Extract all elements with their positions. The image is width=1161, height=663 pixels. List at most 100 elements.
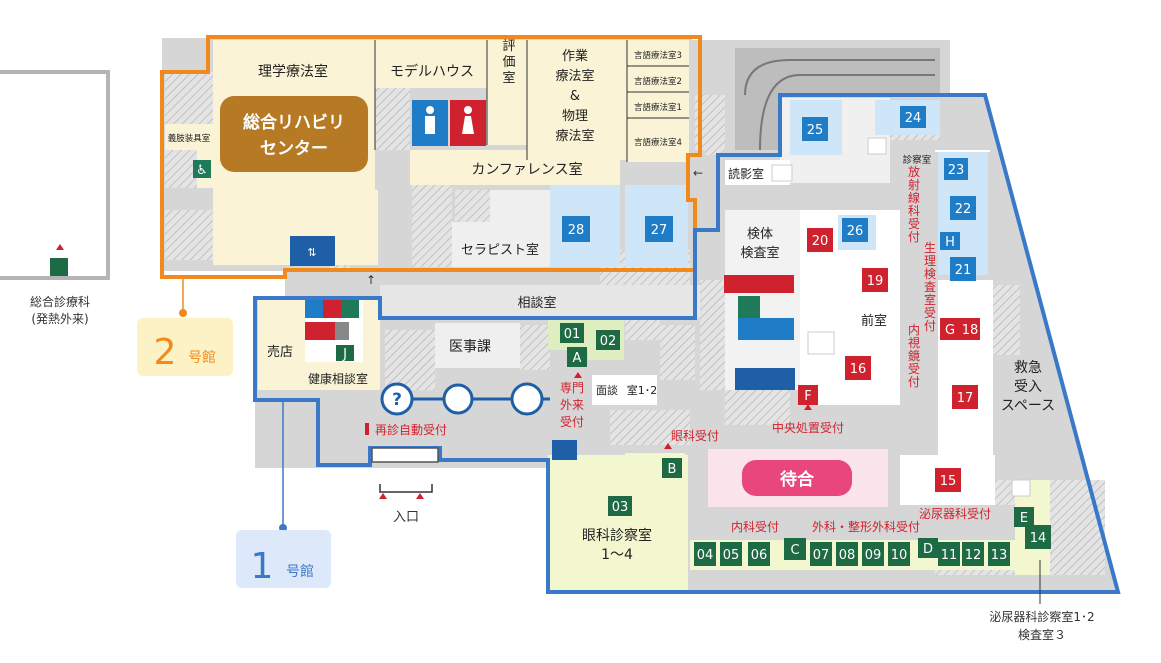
room-badge-21	[950, 257, 976, 281]
room-badge-09	[862, 542, 884, 566]
room-badge-label-13: 13	[991, 548, 1008, 563]
vertical-desk-label-1: 生理検査室受付	[924, 241, 936, 333]
label-specimen2: 検査室	[740, 245, 779, 261]
label-consult: 相談室	[517, 295, 556, 311]
room-badge-28	[562, 216, 590, 242]
room-badge-label-17: 17	[957, 391, 974, 406]
svg-text:♿: ♿	[196, 163, 208, 178]
room-badge-label-19: 19	[867, 274, 884, 289]
room-badge-label-08: 08	[839, 548, 856, 563]
room-badge-11	[938, 542, 960, 566]
room-badge-label-H: H	[945, 235, 955, 250]
urology-exam-label-2: 検査室３	[1018, 627, 1066, 642]
info-service-row: ?	[380, 382, 550, 416]
room-badge-03	[608, 496, 632, 516]
room-badge-label-D: D	[923, 542, 933, 557]
room-badge-15	[935, 468, 961, 492]
urology-exam-label-1: 泌尿器科診察室1･2	[989, 609, 1094, 624]
label-reading: 読影室	[728, 166, 764, 181]
general-clinic-label-1: 総合診療科	[30, 294, 90, 309]
room-badge-02	[596, 330, 620, 350]
room-badge-17	[952, 385, 978, 409]
building-2-number: 2	[154, 332, 177, 373]
room-badge-label-18: 18	[962, 323, 979, 338]
label-interview-rooms: 室1･2	[627, 383, 658, 397]
reception-labels: 再診自動受付 専門 外来 受付 眼科受付 中央処置受付 内科受付 外科・整形外科…	[365, 381, 991, 534]
restroom-icon-reading	[771, 164, 793, 182]
building-tags: 2 号館 1 号館	[137, 277, 331, 588]
label-pt: 理学療法室	[258, 63, 328, 80]
room-badge-label-26: 26	[847, 224, 864, 239]
room-badge-label-25: 25	[807, 123, 824, 138]
room-badge-27	[645, 216, 673, 242]
room-badge-label-01: 01	[564, 327, 581, 342]
room-badge-08	[836, 542, 858, 566]
waiting-area: 待合	[742, 460, 852, 496]
room-badge-label-02: 02	[600, 334, 617, 349]
room-badge-A	[567, 347, 587, 367]
label-anteroom: 前室	[861, 313, 887, 329]
room-labels: 理学療法室 モデルハウス 作業 療法室 & 物理 療法室 言語療法室3 言語療法…	[168, 39, 1055, 563]
room-badge-12	[962, 542, 984, 566]
building-1-tag	[236, 530, 331, 588]
reentry-desk-label: 再診自動受付	[375, 422, 447, 437]
rehab-center-badge: 総合リハビリ センター	[220, 96, 368, 172]
specialty-desk-2: 外来	[560, 398, 584, 412]
room-badge-10	[888, 542, 910, 566]
mens-restroom-icon-lab	[738, 318, 794, 340]
vertical-desk-label-2: 内視鏡受付	[908, 323, 920, 389]
svg-text:?: ?	[392, 390, 402, 410]
vertical-desk-label-0: 放射線科受付	[908, 164, 920, 244]
room-badge-label-09: 09	[865, 548, 882, 563]
room-badge-01	[560, 323, 584, 343]
label-ot3: &	[570, 89, 580, 104]
room-badge-14	[1025, 525, 1051, 549]
label-specimen1: 検体	[747, 227, 773, 242]
accessible-icon	[193, 160, 211, 178]
nursing-room-icon	[335, 322, 349, 340]
womens-restroom-icon-b1b	[305, 322, 335, 340]
label-er3: スペース	[1001, 398, 1055, 414]
room-badge-26	[842, 218, 868, 242]
external-labels: 総合診療科 (発熱外来) 入口 泌尿器科診察室1･2 検査室３	[30, 294, 1095, 642]
room-badge-label-C: C	[790, 543, 799, 558]
room-badge-label-20: 20	[812, 234, 829, 249]
label-st4: 言語療法室4	[634, 137, 682, 148]
room-badge-B	[662, 458, 682, 478]
label-st3: 言語療法室3	[634, 50, 682, 61]
restroom-icon-e	[1011, 479, 1031, 497]
room-badge-23	[944, 158, 968, 180]
information-icon	[380, 382, 414, 416]
label-ot4: 物理	[562, 109, 588, 124]
specialty-desk-3: 受付	[560, 415, 584, 429]
room-badge-F	[798, 385, 818, 405]
room-badge-label-G: G	[945, 323, 955, 338]
accessible-icon-b1	[341, 300, 359, 318]
restroom-icon-f	[807, 331, 835, 355]
specialty-desk-1: 専門	[560, 381, 584, 395]
label-model-house: モデルハウス	[390, 63, 474, 80]
room-badge-label-03: 03	[612, 500, 629, 515]
building-1-number: 1	[251, 546, 274, 587]
rehab-label-2: センター	[260, 139, 328, 159]
room-badge-22	[950, 196, 976, 220]
arrows: ← ↑	[56, 166, 812, 499]
surgery-desk-label: 外科・整形外科受付	[812, 519, 920, 534]
arrow-up-icon: ↑	[366, 273, 376, 287]
room-badge-18	[960, 318, 980, 340]
label-ot5: 療法室	[555, 128, 594, 144]
elevator-icon	[290, 236, 335, 266]
mens-restroom-icon-b1	[305, 300, 323, 318]
room-badge-label-23: 23	[948, 163, 965, 178]
room-badge-G	[940, 318, 960, 340]
label-shop: 売店	[267, 344, 293, 360]
escalator-icon	[552, 440, 577, 460]
room-badge-label-16: 16	[850, 362, 867, 377]
room-badge-16	[845, 356, 871, 380]
label-health-consult: 健康相談室	[308, 371, 368, 386]
label-conference: カンファレンス室	[471, 161, 582, 178]
label-eye-exam2: 1～4	[601, 547, 633, 563]
room-badge-25	[802, 117, 828, 141]
